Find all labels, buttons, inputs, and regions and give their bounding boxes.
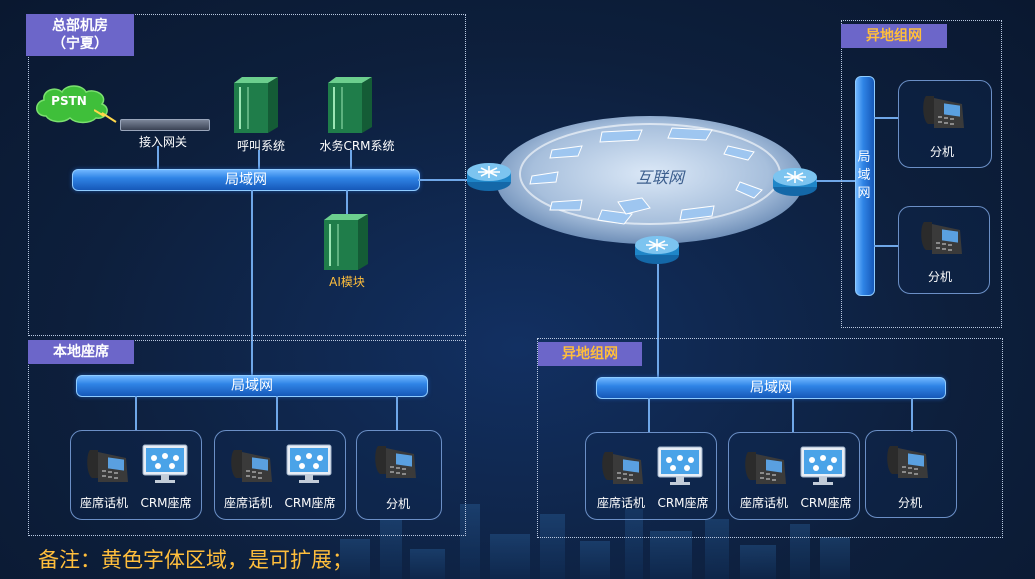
crm-seat-label: CRM座席 [657,496,709,510]
remote-bottom-region [537,338,1003,538]
desk-phone-icon [923,96,964,128]
desk-phone-icon [375,446,416,478]
router-icon [467,163,511,191]
desk-phone-icon [887,446,928,478]
connector [816,180,858,182]
connector [648,398,650,432]
connector [135,396,137,430]
connector [657,264,659,377]
call-system-server-icon [234,77,278,133]
hq-title-tag: 总部机房 （宁夏） [26,14,134,56]
call-system-label: 呼叫系统 [236,139,285,153]
connector [792,398,794,432]
remote-top-lan-label: 局域网 [857,150,871,201]
desk-phone-icon [87,450,128,482]
pstn-cloud-icon [36,85,108,124]
extension-label: 分机 [929,145,954,159]
remote-top-lan-bus: 局域网 [855,76,875,296]
connector [350,150,352,170]
monitor-icon [286,444,332,483]
crm-system-label: 水务CRM系统 [319,139,395,153]
connector [418,179,470,181]
monitor-icon [657,446,703,485]
pstn-label: PSTN [51,94,87,108]
local-seats-title-tag: 本地座席 [28,340,134,364]
internet-cloud-icon [496,116,804,244]
connector [157,146,159,170]
seat-phone-label: 座席话机 [79,496,128,510]
connector [911,398,913,432]
hq-title-line1: 总部机房 [52,18,108,34]
remote-top-region [841,20,1002,328]
gateway-device-icon [120,119,210,131]
internet-label: 互联网 [635,168,684,187]
hq-title-line2: （宁夏） [52,36,108,52]
local-lan-bus: 局域网 [76,375,428,397]
desk-phone-icon [921,222,962,254]
extension-label: 分机 [385,497,410,511]
desk-phone-icon [745,452,786,484]
desk-phone-icon [602,452,643,484]
seat-phone-label: 座席话机 [223,496,272,510]
seat-phone-label: 座席话机 [596,496,645,510]
crm-seat-label: CRM座席 [284,496,336,510]
router-icon [635,236,679,264]
city-skyline-background [340,499,860,579]
gateway-label: 接入网关 [138,135,187,149]
crm-seat-label: CRM座席 [800,496,852,510]
remote-bottom-title-tag: 异地组网 [538,342,642,366]
connector [874,245,898,247]
monitor-icon [800,446,846,485]
extension-label: 分机 [927,270,952,284]
remote-top-title-tag: 异地组网 [841,24,947,48]
connector [396,396,398,430]
connector [258,150,260,170]
note-text: 备注：黄色字体区域，是可扩展； [38,548,353,572]
connector [276,396,278,430]
hq-region [28,14,466,336]
ai-module-label: AI模块 [329,275,365,289]
connector [251,190,253,376]
crm-seat-label: CRM座席 [140,496,192,510]
lightning-icon [94,109,117,123]
crm-system-server-icon [328,77,372,133]
desk-phone-icon [231,450,272,482]
seat-phone-label: 座席话机 [739,496,788,510]
connector [874,117,898,119]
monitor-icon [142,444,188,483]
ai-module-server-icon [324,214,368,270]
remote-bottom-lan-bus: 局域网 [596,377,946,399]
extension-label: 分机 [897,496,922,510]
router-icon [773,168,817,196]
local-seats-region [28,340,466,536]
hq-lan-bus: 局域网 [72,169,420,191]
connector [346,190,348,216]
